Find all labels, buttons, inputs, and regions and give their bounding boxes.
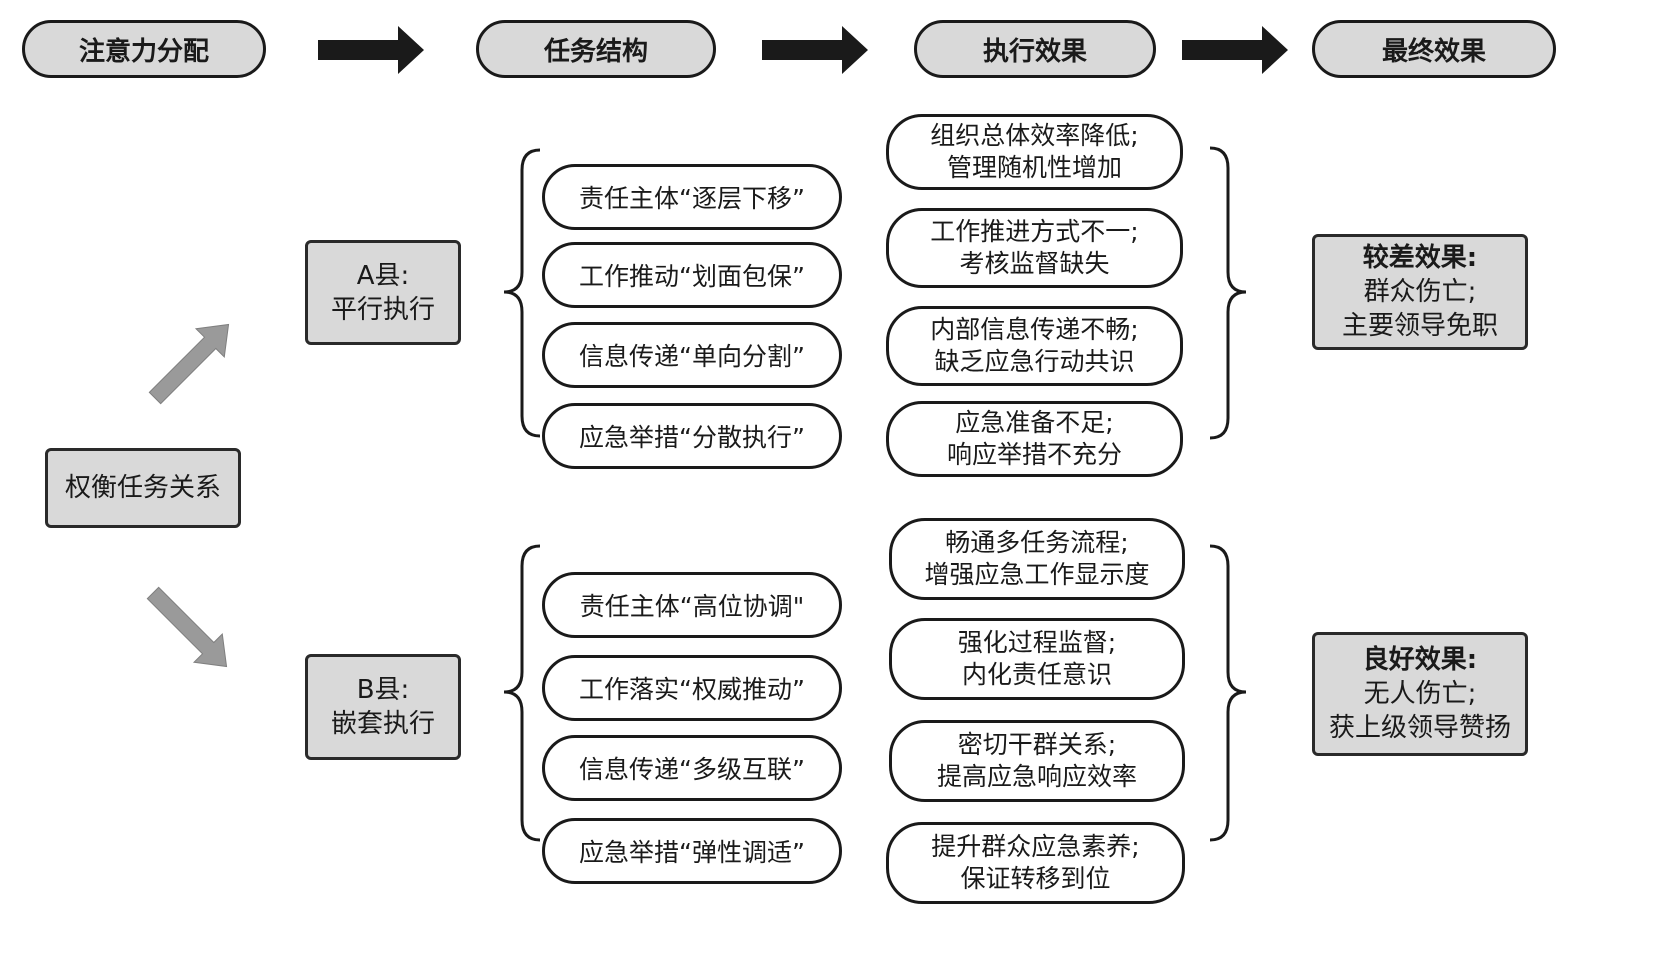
header-task-structure: 任务结构 [476,20,716,78]
header-arrow-2 [762,26,868,74]
effect-b-4-line1: 提升群众应急素养; [931,832,1140,861]
header-final-effect: 最终效果 [1312,20,1556,78]
effect-a-2: 工作推进方式不一; 考核监督缺失 [886,208,1183,288]
task-b-4: 应急举措“弹性调适” [542,818,842,884]
county-b-name: B县: [356,675,410,705]
brace-a-left [503,148,541,438]
county-a-node: A县: 平行执行 [305,240,461,345]
gray-arrow-down [146,586,228,668]
effect-b-2-line1: 强化过程监督; [957,628,1117,657]
effect-b-2-line2: 内化责任意识 [961,660,1112,689]
result-b-line1: 无人伤亡; [1363,679,1477,709]
brace-a-right [1209,146,1247,440]
effect-b-1-line2: 增强应急工作显示度 [924,560,1150,589]
effect-a-4-line2: 响应举措不充分 [946,440,1122,469]
effect-a-2-line1: 工作推进方式不一; [930,217,1139,246]
effect-a-4: 应急准备不足; 响应举措不充分 [886,401,1183,477]
county-a-name: A县: [356,260,410,291]
effect-a-2-line2: 考核监督缺失 [959,249,1110,278]
effect-b-3-line2: 提高应急响应效率 [936,762,1137,791]
effect-b-3: 密切干群关系; 提高应急响应效率 [889,720,1185,802]
effect-a-3-line1: 内部信息传递不畅; [930,315,1139,344]
effect-b-4-line2: 保证转移到位 [960,864,1111,893]
effect-a-1: 组织总体效率降低; 管理随机性增加 [886,114,1183,190]
result-a-line2: 主要领导免职 [1341,311,1498,341]
task-b-3: 信息传递“多级互联” [542,735,842,801]
effect-a-1-line1: 组织总体效率降低; [930,121,1139,150]
result-b-line2: 获上级领导赞扬 [1328,713,1511,743]
effect-a-3: 内部信息传递不畅; 缺乏应急行动共识 [886,306,1183,386]
task-a-2: 工作推动“划面包保” [542,242,842,308]
header-execution-effect: 执行效果 [914,20,1156,78]
result-a-title: 较差效果: [1362,243,1478,273]
county-b-mode: 嵌套执行 [330,709,435,739]
effect-a-4-line1: 应急准备不足; [955,408,1114,437]
county-a-mode: 平行执行 [330,294,435,325]
effect-b-1: 畅通多任务流程; 增强应急工作显示度 [889,518,1185,600]
header-arrow-1 [318,26,424,74]
task-a-1: 责任主体“逐层下移” [542,164,842,230]
effect-b-4: 提升群众应急素养; 保证转移到位 [886,822,1185,904]
result-b-title: 良好效果: [1362,645,1478,675]
brace-b-left [503,544,541,842]
county-b-node: B县: 嵌套执行 [305,654,461,760]
root-label: 权衡任务关系 [64,473,221,503]
result-b: 良好效果: 无人伤亡; 获上级领导赞扬 [1312,632,1528,756]
brace-b-right [1209,544,1247,842]
header-attention: 注意力分配 [22,20,266,78]
result-a: 较差效果: 群众伤亡; 主要领导免职 [1312,234,1528,350]
task-b-1: 责任主体“高位协调" [542,572,842,638]
gray-arrow-up [148,323,230,405]
result-a-line1: 群众伤亡; [1363,277,1477,307]
effect-b-3-line1: 密切干群关系; [957,730,1117,759]
root-node: 权衡任务关系 [45,448,241,528]
effect-a-1-line2: 管理随机性增加 [946,153,1122,182]
task-a-4: 应急举措“分散执行” [542,403,842,469]
header-arrow-3 [1182,26,1288,74]
effect-b-1-line1: 畅通多任务流程; [945,528,1129,557]
task-b-2: 工作落实“权威推动” [542,655,842,721]
effect-b-2: 强化过程监督; 内化责任意识 [889,618,1185,700]
effect-a-3-line2: 缺乏应急行动共识 [934,347,1135,376]
task-a-3: 信息传递“单向分割” [542,322,842,388]
